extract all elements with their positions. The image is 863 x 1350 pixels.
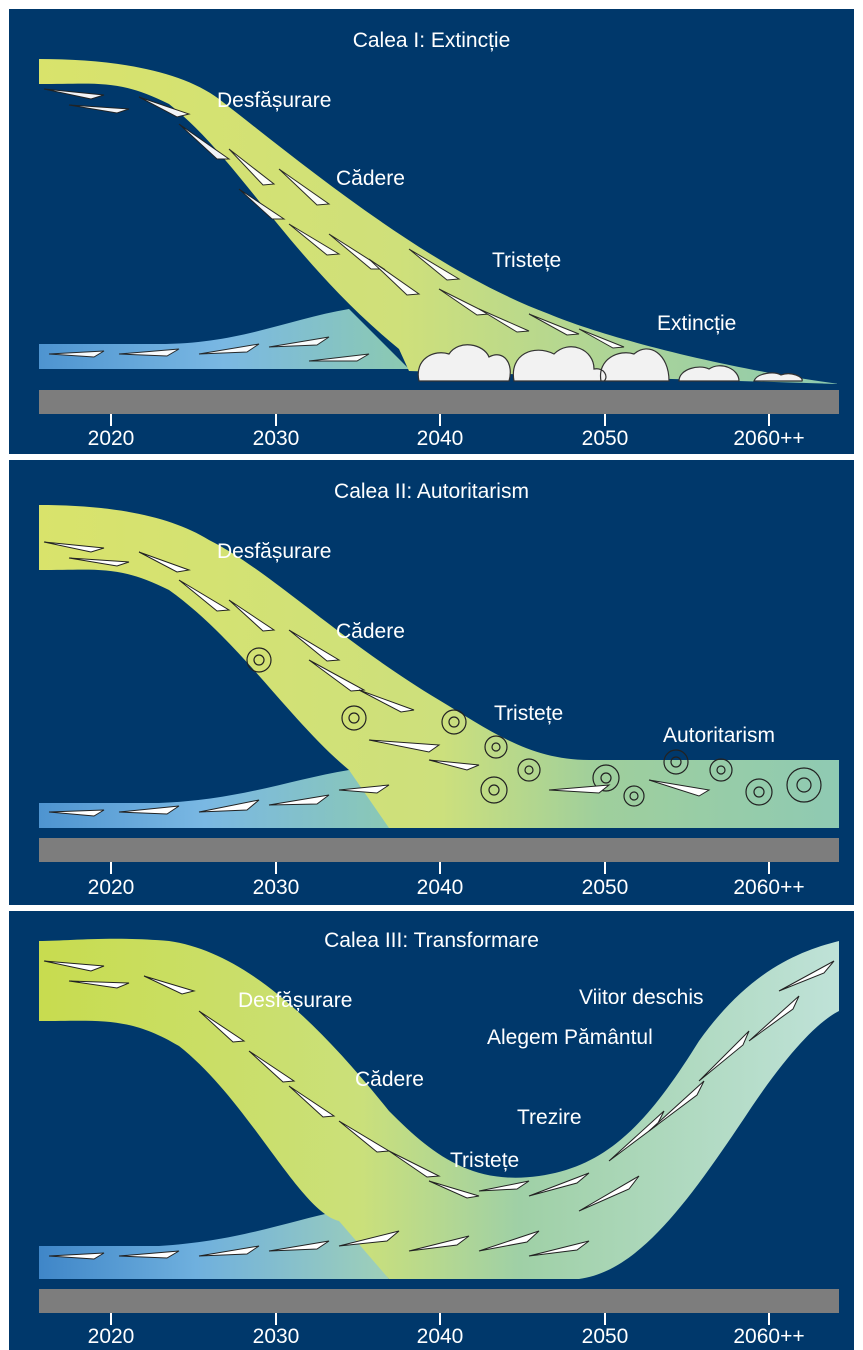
panel-authoritarianism: Calea II: Autoritarism Desfășurare Căder… [9, 460, 854, 905]
stage-label: Tristețe [492, 249, 562, 272]
timeline-tick [439, 414, 441, 426]
timeline-year: 2040 [416, 427, 464, 450]
lower-flow [39, 1211, 389, 1279]
timeline-year: 2030 [252, 876, 300, 899]
stage-label: Desfășurare [217, 540, 332, 563]
timeline-year: 2040 [416, 876, 464, 899]
timeline-year: 2060++ [733, 427, 805, 450]
panel-title: Calea III: Transformare [324, 929, 539, 952]
timeline-bar [39, 838, 839, 862]
timeline-tick [110, 1313, 112, 1325]
timeline-tick [768, 862, 770, 874]
timeline-tick [768, 414, 770, 426]
timeline-year: 2020 [87, 876, 135, 899]
panel-extinction: Calea I: Extincție Desfășurare Cădere Tr… [9, 9, 854, 454]
stage-label: Desfășurare [238, 989, 353, 1012]
timeline-year: 2060++ [733, 1325, 805, 1348]
timeline-year: 2050 [581, 876, 629, 899]
stage-label: Desfășurare [217, 89, 332, 112]
upper-flow [39, 59, 839, 384]
stage-label: Tristețe [450, 1149, 520, 1172]
timeline-year: 2050 [581, 427, 629, 450]
timeline-year: 2030 [252, 1325, 300, 1348]
timeline-tick [110, 414, 112, 426]
timeline-tick [110, 862, 112, 874]
stage-label: Tristețe [494, 702, 564, 725]
timeline-tick [604, 862, 606, 874]
timeline-tick [604, 414, 606, 426]
stage-label: Autoritarism [663, 724, 776, 747]
timeline-tick [439, 1313, 441, 1325]
timeline-bar [39, 1289, 839, 1313]
panel-title: Calea II: Autoritarism [334, 480, 529, 503]
timeline-tick [275, 1313, 277, 1325]
stage-label: Alegem Pământul [487, 1026, 653, 1049]
timeline-tick [275, 862, 277, 874]
upper-flow [39, 505, 839, 828]
timeline-year: 2060++ [733, 876, 805, 899]
timeline-tick [439, 862, 441, 874]
timeline-bar [39, 390, 839, 414]
upper-flow [39, 938, 839, 1279]
panel-transformation: Calea III: Transformare Desfășurare Căde… [9, 911, 854, 1350]
arrow-pattern [43, 88, 625, 362]
flow-diagram [39, 59, 839, 384]
stage-label: Cădere [336, 167, 405, 190]
timeline-year: 2020 [87, 427, 135, 450]
stage-label: Viitor deschis [579, 986, 704, 1009]
stage-label: Cădere [355, 1068, 424, 1091]
arrow-pattern [43, 960, 835, 1260]
panel-title: Calea I: Extincție [352, 29, 511, 52]
flow-diagram [39, 505, 839, 828]
lower-flow [39, 770, 409, 828]
timeline-year: 2030 [252, 427, 300, 450]
stage-label: Extincție [657, 312, 737, 335]
clouds [417, 344, 803, 382]
flow-diagram [39, 938, 839, 1279]
arrow-pattern [43, 541, 711, 817]
timeline-tick [604, 1313, 606, 1325]
timeline-year: 2050 [581, 1325, 629, 1348]
timeline-year: 2040 [416, 1325, 464, 1348]
timeline-year: 2020 [87, 1325, 135, 1348]
timeline-tick [768, 1313, 770, 1325]
timeline-tick [275, 414, 277, 426]
swirl-pattern [246, 647, 822, 807]
stage-label: Cădere [336, 620, 405, 643]
stage-label: Trezire [517, 1106, 582, 1129]
